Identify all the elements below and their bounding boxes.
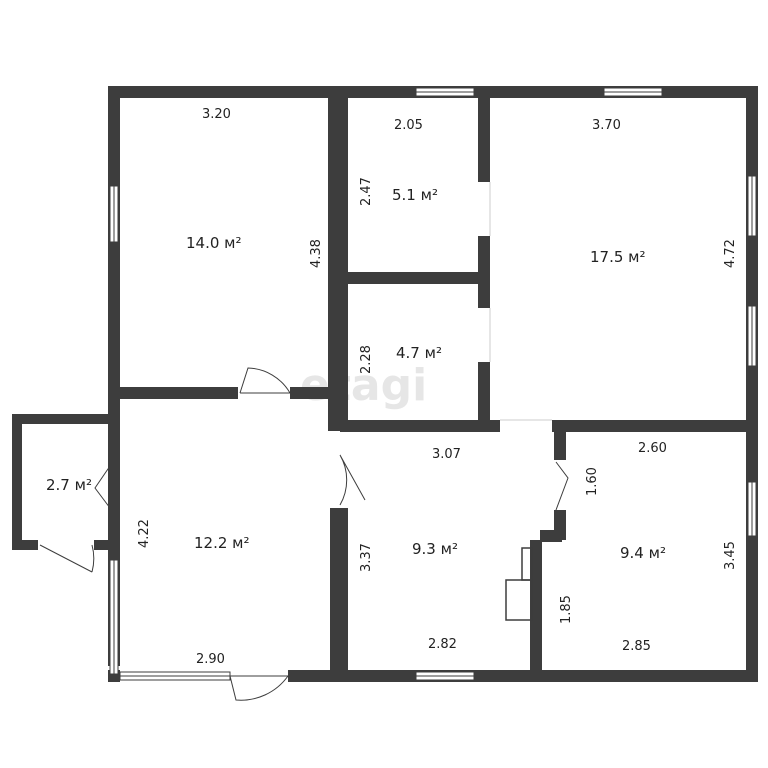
fixture-box [505, 579, 533, 621]
wall-center-upper [328, 86, 348, 431]
wall-d-c [478, 362, 490, 430]
outer-wall-right [746, 86, 758, 682]
windows [109, 87, 757, 681]
door-a-f [239, 367, 291, 394]
room-d-area: 4.7 м² [396, 344, 442, 362]
room-f-height: 4.22 [137, 519, 152, 548]
door-main [229, 675, 289, 701]
wall-e-top [12, 414, 120, 424]
door-f-g [339, 454, 366, 506]
room-a-area: 14.0 м² [186, 234, 242, 252]
room-a-width: 3.20 [202, 107, 231, 122]
wall-e-bottom-left [12, 540, 38, 550]
room-b-area: 5.1 м² [392, 186, 438, 204]
room-g-bottom: 2.82 [428, 637, 457, 652]
room-d-height: 2.28 [359, 345, 374, 374]
room-f-area: 12.2 м² [194, 534, 250, 552]
wall-b-c-mid [478, 236, 490, 308]
room-b-height: 2.47 [359, 177, 374, 206]
room-g-top: 3.07 [432, 447, 461, 462]
wall-center-lower [330, 508, 348, 682]
room-h-top: 2.60 [638, 441, 667, 456]
room-f-width: 2.90 [196, 652, 225, 667]
room-g-notch: 1.85 [559, 595, 574, 624]
room-c-height: 4.72 [723, 239, 738, 268]
room-h-bottom: 2.85 [622, 639, 651, 654]
room-c-width: 3.70 [592, 118, 621, 133]
room-a-height: 4.38 [309, 239, 324, 268]
room-e-area: 2.7 м² [46, 476, 92, 494]
wall-e-bottom-right [94, 540, 120, 550]
door-g-h [555, 461, 569, 511]
wall-e-right-top [108, 414, 120, 464]
room-h-door-width: 1.60 [585, 467, 600, 496]
watermark: etagi [300, 360, 427, 411]
room-h-area: 9.4 м² [620, 544, 666, 562]
room-c-area: 17.5 м² [590, 248, 646, 266]
door-e-outer [39, 544, 95, 573]
wall-c-h [552, 420, 758, 432]
wall-b-d [340, 272, 490, 284]
wall-g-h-lower [530, 540, 542, 680]
room-h-height: 3.45 [723, 541, 738, 570]
room-g-area: 9.3 м² [412, 540, 458, 558]
fixture [505, 547, 533, 621]
wall-b-c-top [478, 86, 490, 182]
wall-a-f [108, 387, 238, 399]
outer-wall-bottom [288, 670, 758, 682]
door-e-f [94, 465, 111, 509]
room-g-height: 3.37 [359, 543, 374, 572]
wall-e-left [12, 414, 22, 550]
doors [39, 182, 569, 701]
wall-d-g [340, 420, 500, 432]
wall-g-h-top [554, 420, 566, 460]
room-b-width: 2.05 [394, 118, 423, 133]
